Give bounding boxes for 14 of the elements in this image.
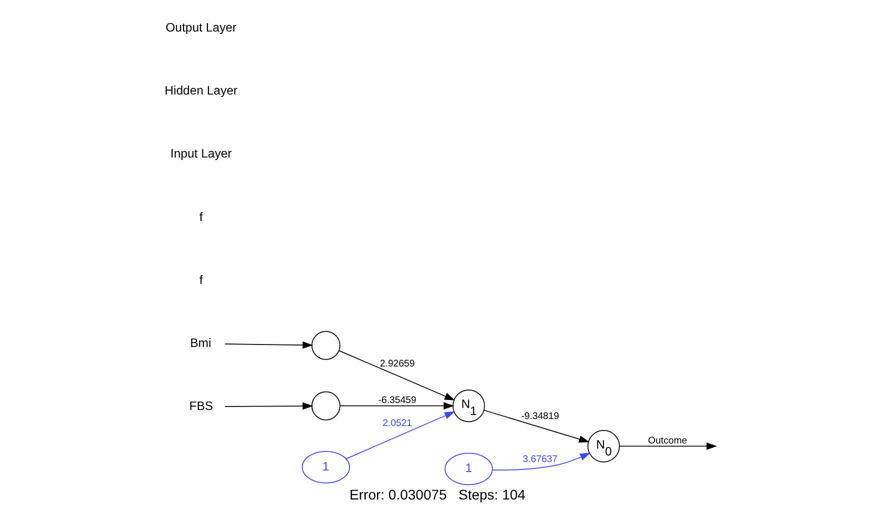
label: f [198,209,202,224]
label: Hidden Layer [164,83,238,98]
edge-label: 2.92659 [379,358,414,369]
edge-label: Outcome [648,434,687,446]
caption: Error: 0.030075 Steps: 104 [349,486,525,502]
node-text: Bmi [190,335,211,350]
node-text: FBS [188,398,213,412]
edge-label: 2.0521 [382,417,412,428]
label: Output Layer [165,20,236,34]
edge-label: -6.35459 [378,394,416,406]
edge-label: 3.67637 [522,453,558,464]
edge-label: -9.34819 [520,410,559,422]
label: f [198,272,202,286]
label: Input Layer [170,146,232,160]
